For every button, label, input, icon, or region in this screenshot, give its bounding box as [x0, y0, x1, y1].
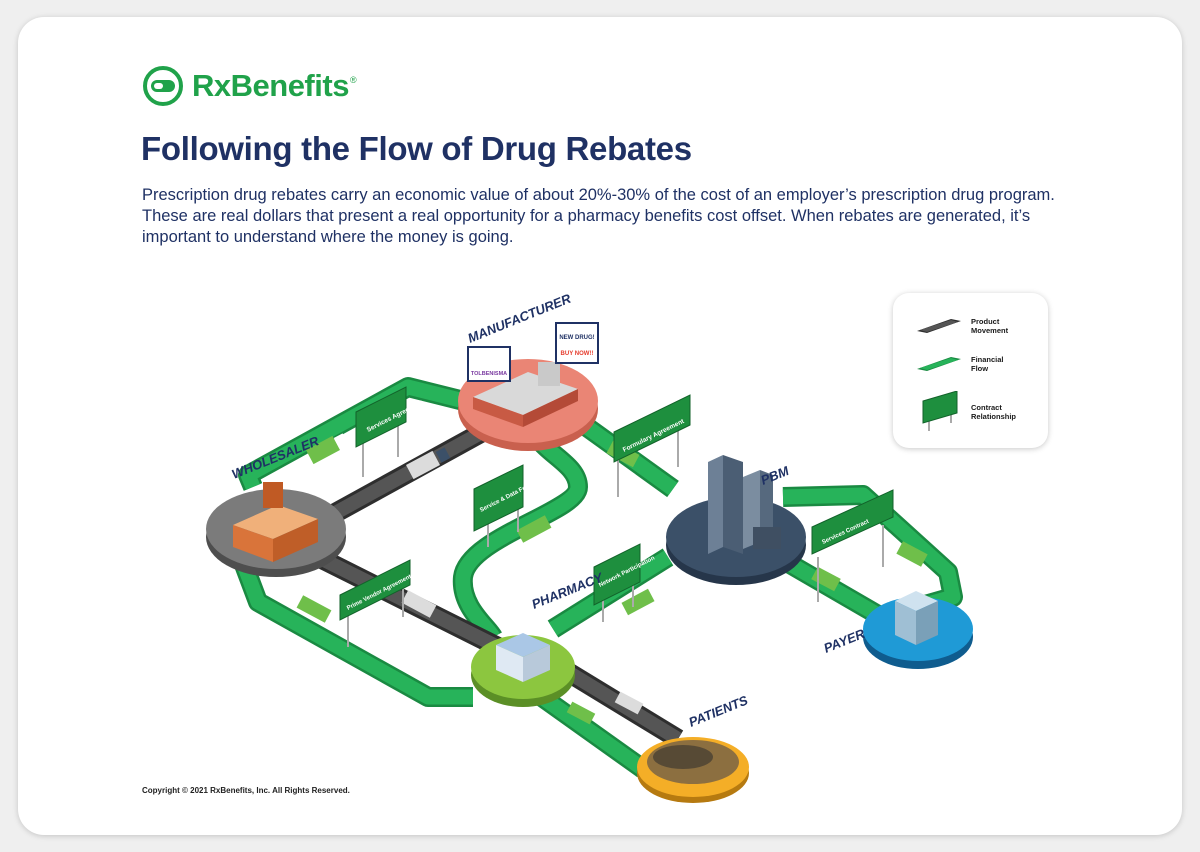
- node-wholesaler: [206, 482, 346, 577]
- billboard-tolbenisma-text: TOLBENISMA: [471, 371, 507, 377]
- billboard-buy-now-text: BUY NOW!!: [561, 351, 594, 357]
- pill-icon: [143, 66, 183, 106]
- legend-item-contract: Contract Relationship: [915, 391, 1021, 433]
- rebate-flow-diagram: TOLBENISMA NEW DRUG! BUY NOW!!: [206, 291, 973, 803]
- truck-icon: [516, 515, 552, 543]
- page-title: Following the Flow of Drug Rebates: [141, 130, 692, 167]
- label-payer: PAYER: [822, 626, 868, 656]
- truck-icon: [306, 433, 349, 465]
- legend: Product Movement Financial Flow Contract…: [893, 293, 1048, 448]
- node-manufacturer: TOLBENISMA NEW DRUG! BUY NOW!!: [458, 322, 599, 451]
- truck-icon: [406, 447, 451, 480]
- truck-icon: [566, 701, 596, 725]
- contract-sign-icon: [922, 391, 958, 431]
- truck-icon: [621, 588, 655, 616]
- legend-label-financial: Financial Flow: [971, 355, 1004, 373]
- node-pharmacy: [471, 633, 575, 707]
- intro-paragraph: Prescription drug rebates carry an econo…: [142, 186, 1055, 246]
- truck-icon: [896, 541, 928, 567]
- legend-label-contract: Contract Relationship: [971, 403, 1017, 421]
- billboard-new-drug: NEW DRUG! BUY NOW!!: [555, 322, 599, 364]
- truck-icon: [614, 691, 644, 715]
- brand-name: RxBenefits: [192, 68, 349, 103]
- node-pbm: [666, 455, 806, 585]
- infographic-card: RxBenefits ® Following the Flow of Drug …: [18, 17, 1182, 835]
- label-wholesaler: WHOLESALER: [230, 433, 322, 482]
- legend-label-product: Product Movement: [971, 317, 1009, 335]
- truck-icon: [296, 595, 332, 623]
- truck-icon: [401, 590, 437, 618]
- node-payer: [863, 591, 973, 669]
- billboard-new-drug-text: NEW DRUG!: [559, 335, 594, 341]
- legend-item-product: Product Movement: [915, 317, 1021, 335]
- copyright: Copyright © 2021 RxBenefits, Inc. All Ri…: [142, 786, 350, 795]
- trucks: [296, 433, 928, 725]
- node-patients: [637, 737, 749, 803]
- legend-item-financial: Financial Flow: [915, 355, 1021, 373]
- billboard-tolbenisma: TOLBENISMA: [467, 346, 511, 382]
- financial-flow-icon: [917, 357, 961, 371]
- product-movement-icon: [917, 319, 961, 333]
- label-patients: PATIENTS: [687, 692, 751, 729]
- registered-mark: ®: [349, 75, 357, 85]
- label-pbm: PBM: [759, 463, 792, 488]
- brand-logo: RxBenefits ®: [142, 65, 357, 107]
